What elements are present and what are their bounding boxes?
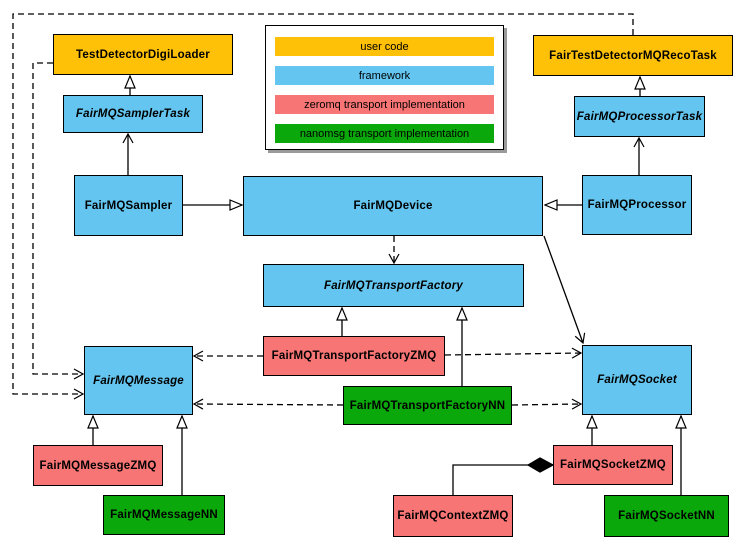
legend-label: framework	[358, 69, 411, 82]
node-testdetectordigiloader: TestDetectorDigiLoader	[53, 34, 233, 75]
edge-contextzmq-socketzmq	[452, 464, 528, 495]
legend-item-nanomsg: nanomsg transport implementation	[275, 124, 494, 143]
legend-label: zeromq transport implementation	[304, 98, 465, 111]
edge-factorynn-socket	[511, 398, 583, 410]
node-fairmqdevice: FairMQDevice	[243, 176, 543, 236]
node-fairmqsocketnn: FairMQSocketNN	[604, 495, 729, 537]
legend-label: user code	[360, 40, 409, 53]
node-fairmqsamplertask: FairMQSamplerTask	[63, 95, 203, 133]
legend-label: nanomsg transport implementation	[299, 127, 470, 140]
node-fairmqprocessor: FairMQProcessor	[582, 175, 692, 235]
composition-diamond-icon	[526, 457, 555, 473]
node-fairmqsocketzmq: FairMQSocketZMQ	[553, 445, 673, 485]
node-fairmqsampler: FairMQSampler	[74, 175, 183, 236]
node-fairmqtransportfactoryzmq: FairMQTransportFactoryZMQ	[263, 336, 445, 376]
legend-item-zeromq: zeromq transport implementation	[275, 95, 494, 114]
node-fairmqtransportfactorynn: FairMQTransportFactoryNN	[343, 386, 512, 425]
edge-device-socket	[543, 235, 586, 345]
node-fairmqmessagezmq: FairMQMessageZMQ	[33, 445, 163, 486]
legend: user code framework zeromq transport imp…	[265, 25, 504, 150]
node-fairmqmessagenn: FairMQMessageNN	[103, 495, 225, 535]
node-fairmqsocket: FairMQSocket	[582, 345, 692, 415]
edge-digiloader-message	[32, 62, 85, 380]
node-fairmqmessage: FairMQMessage	[84, 346, 193, 415]
node-fairmqprocessortask: FairMQProcessorTask	[574, 96, 705, 137]
node-fairmqtransportfactory: FairMQTransportFactory	[263, 264, 524, 307]
legend-item-framework: framework	[275, 66, 494, 85]
edge-recotask-message	[12, 13, 634, 400]
node-fairtestdetectormqrecotask: FairTestDetectorMQRecoTask	[533, 35, 733, 76]
edge-factoryzmq-socket	[444, 347, 583, 359]
legend-item-user-code: user code	[275, 37, 494, 56]
edge-factorynn-message	[192, 398, 344, 410]
node-fairmqcontextzmq: FairMQContextZMQ	[393, 495, 513, 537]
